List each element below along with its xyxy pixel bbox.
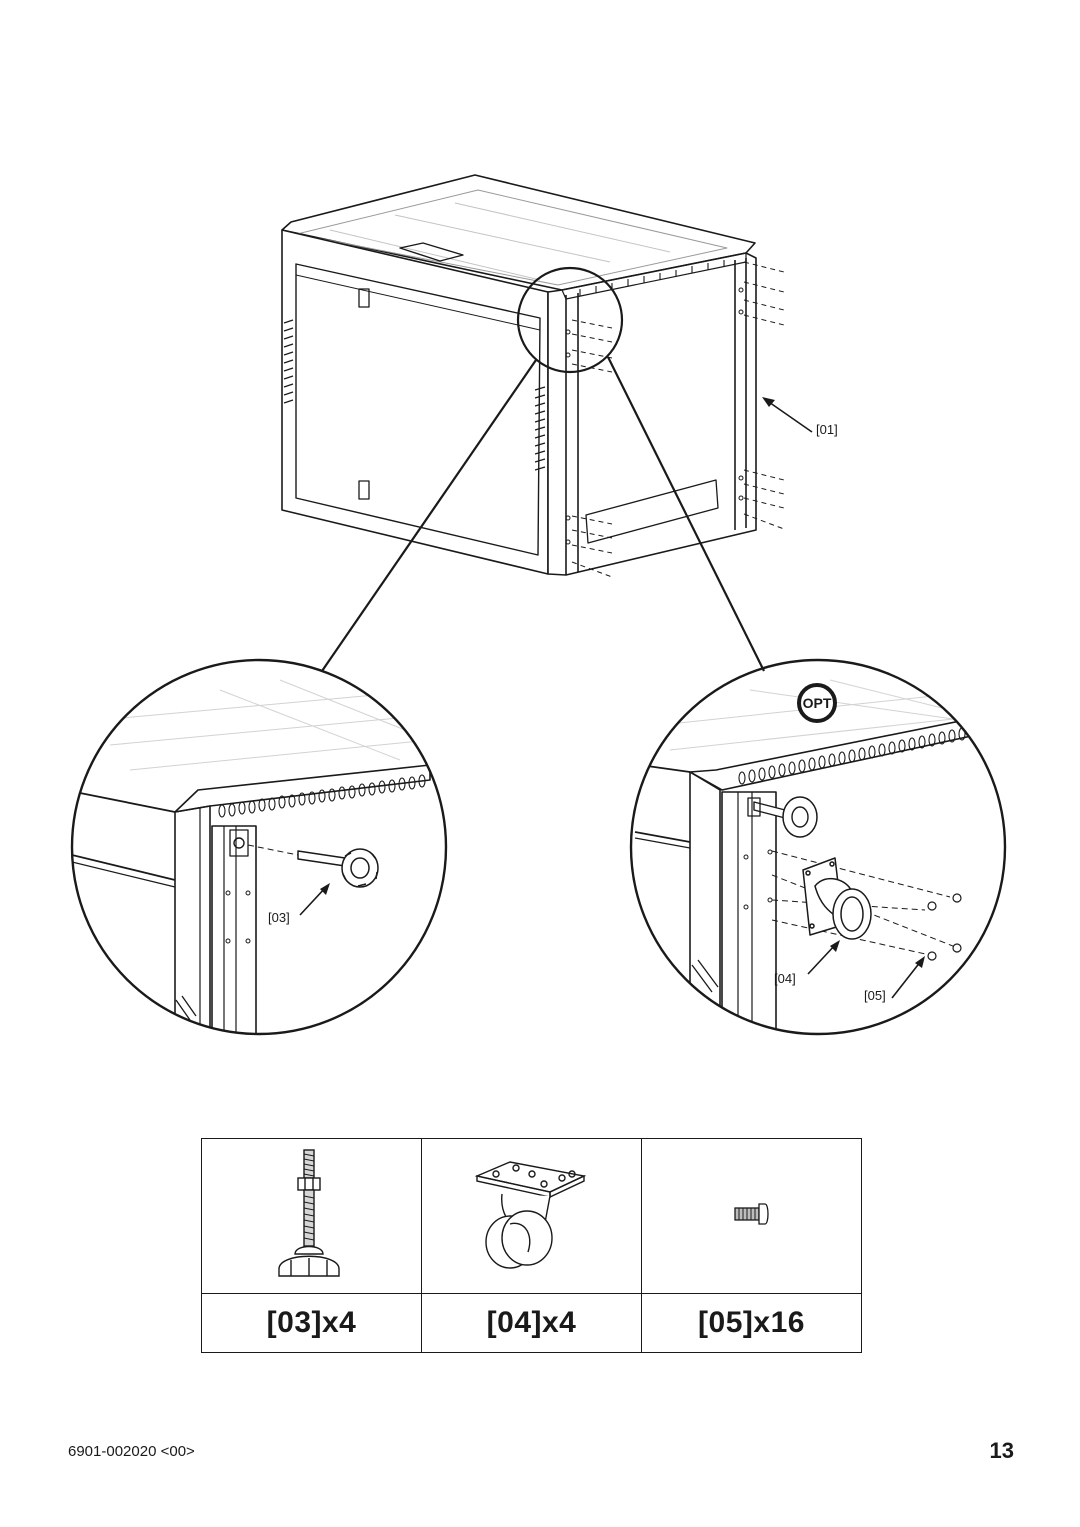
screws-detail (927, 893, 962, 961)
part-qty-screw: [05]x16 (641, 1293, 862, 1353)
part-cell-screw (641, 1138, 862, 1294)
vent-slots (218, 774, 426, 818)
callout-03-label: [03] (268, 910, 290, 925)
parts-images-row (201, 1138, 862, 1294)
leveling-foot-icon (277, 1148, 340, 1277)
screw-icon (733, 1202, 769, 1225)
cabinet-drawing (281, 174, 785, 578)
page-number: 13 (989, 1438, 1014, 1463)
part-cell-leveling-foot (201, 1138, 422, 1294)
parts-quantity-row: [03]x4 [04]x4 [05]x16 (201, 1293, 862, 1353)
caster-wheel-icon (474, 1160, 586, 1269)
detail-right: OPT [04] [05] (629, 658, 1007, 1036)
callout-01: [01] (762, 397, 838, 437)
zoom-indicator (321, 266, 765, 672)
part-qty-caster: [04]x4 (421, 1293, 642, 1353)
detail-left: [03] (70, 658, 448, 1036)
document-number: 6901-002020 <00> (68, 1443, 195, 1460)
callout-04-label: [04] (774, 971, 796, 986)
front-vent (579, 260, 725, 296)
caster-detail (802, 857, 872, 940)
opt-badge: OPT (797, 683, 837, 723)
parts-table: [03]x4 [04]x4 [05]x16 (201, 1138, 862, 1353)
part-qty-leveling-foot: [03]x4 (201, 1293, 422, 1353)
part-cell-caster (421, 1138, 642, 1294)
callout-05-label: [05] (864, 988, 886, 1003)
opt-badge-label: OPT (803, 695, 832, 711)
callout-01-label: [01] (816, 422, 838, 437)
assembly-illustration: [01] (70, 174, 1007, 1036)
leveling-foot-detail (297, 848, 379, 888)
side-vent (283, 319, 546, 471)
vent-slots (738, 727, 966, 785)
